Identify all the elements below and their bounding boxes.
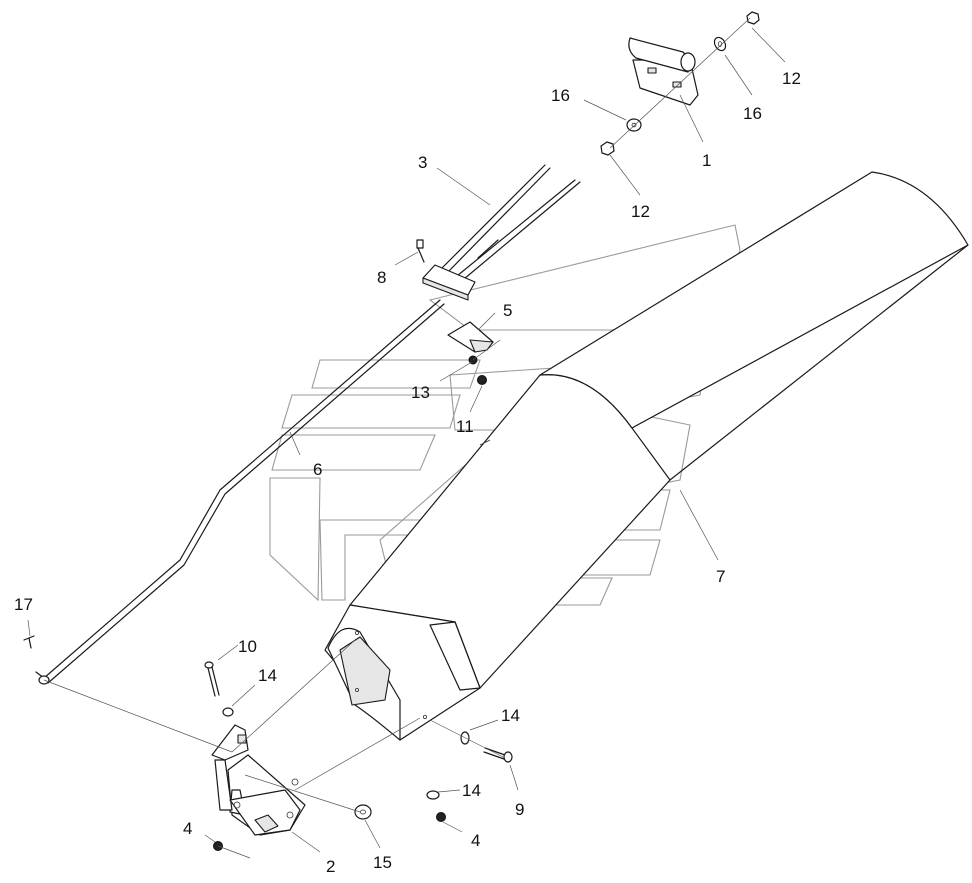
callout-1: 1 [702,151,711,170]
callout-10: 10 [238,637,257,656]
callout-13: 13 [411,383,430,402]
callout-4-left: 4 [183,819,192,838]
callout-7: 7 [716,567,725,586]
callout-4-right: 4 [471,831,480,850]
bolt-part-8 [416,239,425,263]
assembly-lines [43,17,751,859]
callout-6: 6 [313,460,322,479]
nut-part-12-mid [600,141,615,156]
callout-11: 11 [456,417,474,436]
callout-14-left: 14 [258,666,277,685]
nut-part-4-right [436,812,446,822]
nut-part-12-top [746,11,760,25]
rod-part-6 [35,299,445,685]
callout-14-bottom: 14 [462,781,481,800]
fender-part-7 [324,171,969,741]
callout-16-left: 16 [551,86,570,105]
bracket-part-2 [211,724,306,836]
callout-15: 15 [373,853,392,872]
bolt-part-10 [204,661,220,697]
washer-part-14-left [222,707,234,717]
washer-part-14-bottom [426,790,440,800]
washer-part-16-top [713,36,727,52]
clip-part-5 [447,321,494,353]
callout-3: 3 [418,153,427,172]
nut-part-11 [477,375,487,385]
bracket-part-1 [628,37,699,106]
rod-part-3 [422,164,581,301]
callout-5: 5 [503,301,512,320]
callout-12-mid: 12 [631,202,650,221]
callout-14-right: 14 [501,706,520,725]
callout-8: 8 [377,268,386,287]
callout-12-top: 12 [782,69,801,88]
callout-labels: 1 2 3 4 4 5 6 7 8 9 10 11 12 12 13 14 14… [14,69,801,876]
callout-17: 17 [14,595,33,614]
callout-leaders [27,27,786,853]
bolt-part-9 [483,747,513,763]
tee-part-17 [23,635,35,649]
washer-part-15 [354,804,372,820]
callout-16-right: 16 [743,104,762,123]
callout-2: 2 [326,857,335,876]
callout-9: 9 [515,800,524,819]
